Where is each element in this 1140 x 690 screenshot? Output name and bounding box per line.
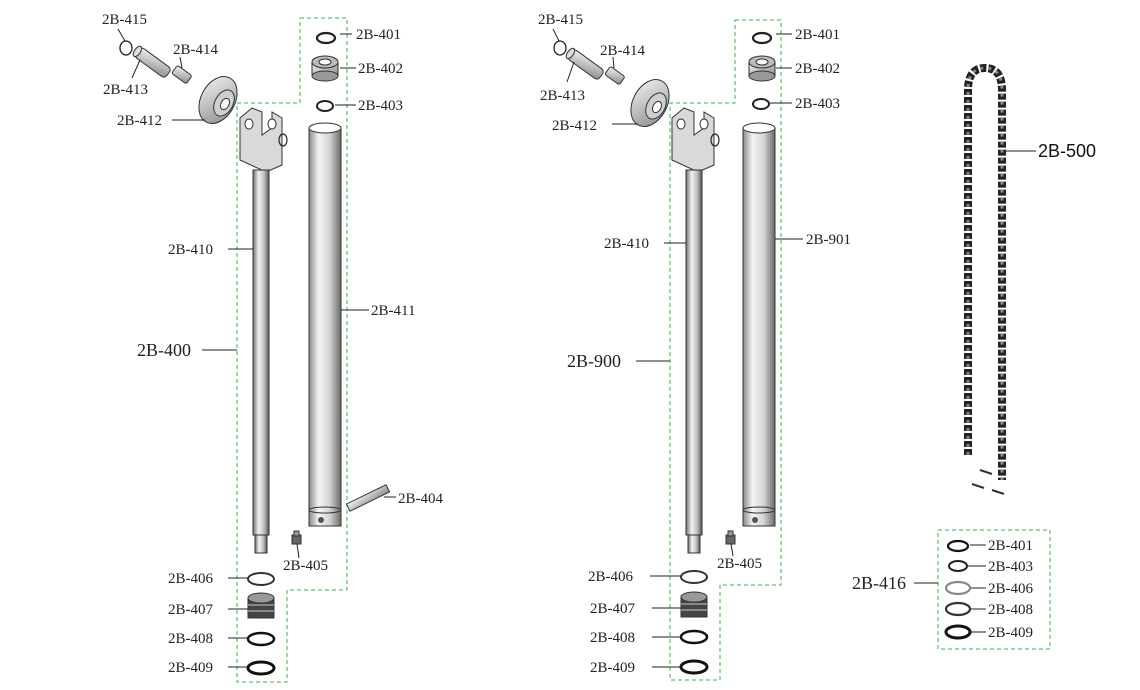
label-407: 2B-407: [590, 601, 636, 617]
label-415: 2B-415: [102, 12, 147, 28]
label-412: 2B-412: [117, 113, 162, 129]
part-gland: [748, 55, 776, 82]
part-pulley: [198, 76, 238, 124]
part-seal-409: [679, 659, 709, 675]
label-401: 2B-401: [356, 27, 401, 43]
label-414: 2B-414: [600, 43, 646, 59]
label-407: 2B-407: [168, 602, 214, 618]
part-cylinder-tube: [742, 122, 776, 527]
assembly-title: 2B-400: [137, 340, 191, 360]
label-402: 2B-402: [795, 61, 840, 77]
label-411: 2B-411: [371, 303, 415, 319]
part-piston-rod: [252, 169, 270, 536]
chain-2B-500: 2B-500: [964, 63, 1096, 495]
part-pulley: [630, 79, 670, 127]
label-412: 2B-412: [552, 118, 597, 134]
label-406: 2B-406: [168, 571, 214, 587]
label-901: 2B-901: [806, 232, 851, 248]
label-414: 2B-414: [173, 42, 219, 58]
part-seal-408: [679, 629, 709, 645]
part-clevis: [239, 107, 288, 173]
part-cylinder-tube: [308, 122, 342, 527]
label-404: 2B-404: [398, 491, 444, 507]
kit-seal-409: [944, 624, 972, 640]
label-402: 2B-402: [358, 61, 403, 77]
label-415: 2B-415: [538, 12, 583, 28]
label-409: 2B-409: [988, 625, 1033, 641]
part-wiper: [752, 98, 770, 110]
part-seal-406: [680, 570, 708, 584]
assembly-boundary: [669, 19, 782, 681]
part-gland: [311, 55, 339, 82]
label-405: 2B-405: [717, 556, 762, 572]
kit-seal-408: [944, 601, 972, 617]
part-seal-ring: [751, 31, 773, 45]
part-o-ring: [553, 40, 567, 56]
label-413: 2B-413: [103, 82, 148, 98]
label-405: 2B-405: [283, 558, 328, 574]
part-seal-408: [246, 631, 276, 647]
part-bushing: [604, 66, 625, 85]
label-401: 2B-401: [795, 27, 840, 43]
part-o-ring: [119, 40, 133, 56]
part-seal-406: [247, 572, 275, 586]
label-406: 2B-406: [588, 569, 634, 585]
label-409: 2B-409: [168, 660, 213, 676]
label-408: 2B-408: [168, 631, 213, 647]
label-406: 2B-406: [988, 581, 1034, 597]
part-piston-407: [247, 592, 275, 619]
part-bleeder: [725, 530, 736, 545]
assembly-title: 2B-900: [567, 351, 621, 371]
label-500: 2B-500: [1038, 141, 1096, 161]
label-401: 2B-401: [988, 538, 1033, 554]
label-403: 2B-403: [358, 98, 403, 114]
label-403: 2B-403: [795, 96, 840, 112]
label-410: 2B-410: [168, 242, 213, 258]
label-409: 2B-409: [590, 660, 635, 676]
part-seal-ring: [315, 31, 337, 45]
part-seal-409: [246, 660, 276, 676]
assembly-2B-400: 2B-415 2B-414 2B-413 2B-412 2B-401 2B-40…: [102, 12, 444, 683]
kit-seal-401: [946, 539, 970, 553]
label-413: 2B-413: [540, 88, 585, 104]
kit-seal-406: [944, 580, 972, 596]
part-piston-407: [680, 591, 708, 618]
part-bleeder: [291, 530, 302, 545]
part-pin: [132, 45, 171, 78]
label-408: 2B-408: [590, 630, 635, 646]
label-403: 2B-403: [988, 559, 1033, 575]
kit-seal-403: [948, 560, 968, 572]
part-pin: [565, 47, 604, 80]
assembly-boundary: [236, 17, 348, 683]
part-piston-rod: [685, 169, 703, 536]
part-wiper: [316, 100, 334, 112]
kit-title: 2B-416: [852, 573, 906, 593]
part-clevis: [671, 107, 720, 173]
part-bushing: [171, 65, 192, 84]
label-408: 2B-408: [988, 602, 1033, 618]
label-410: 2B-410: [604, 236, 649, 252]
assembly-2B-900: 2B-415 2B-414 2B-413 2B-412 2B-401 2B-40…: [538, 12, 851, 681]
part-pin-404: [345, 484, 391, 512]
seal-kit-2B-416: 2B-401 2B-403 2B-406 2B-408 2B-409 2B-41…: [852, 529, 1051, 650]
